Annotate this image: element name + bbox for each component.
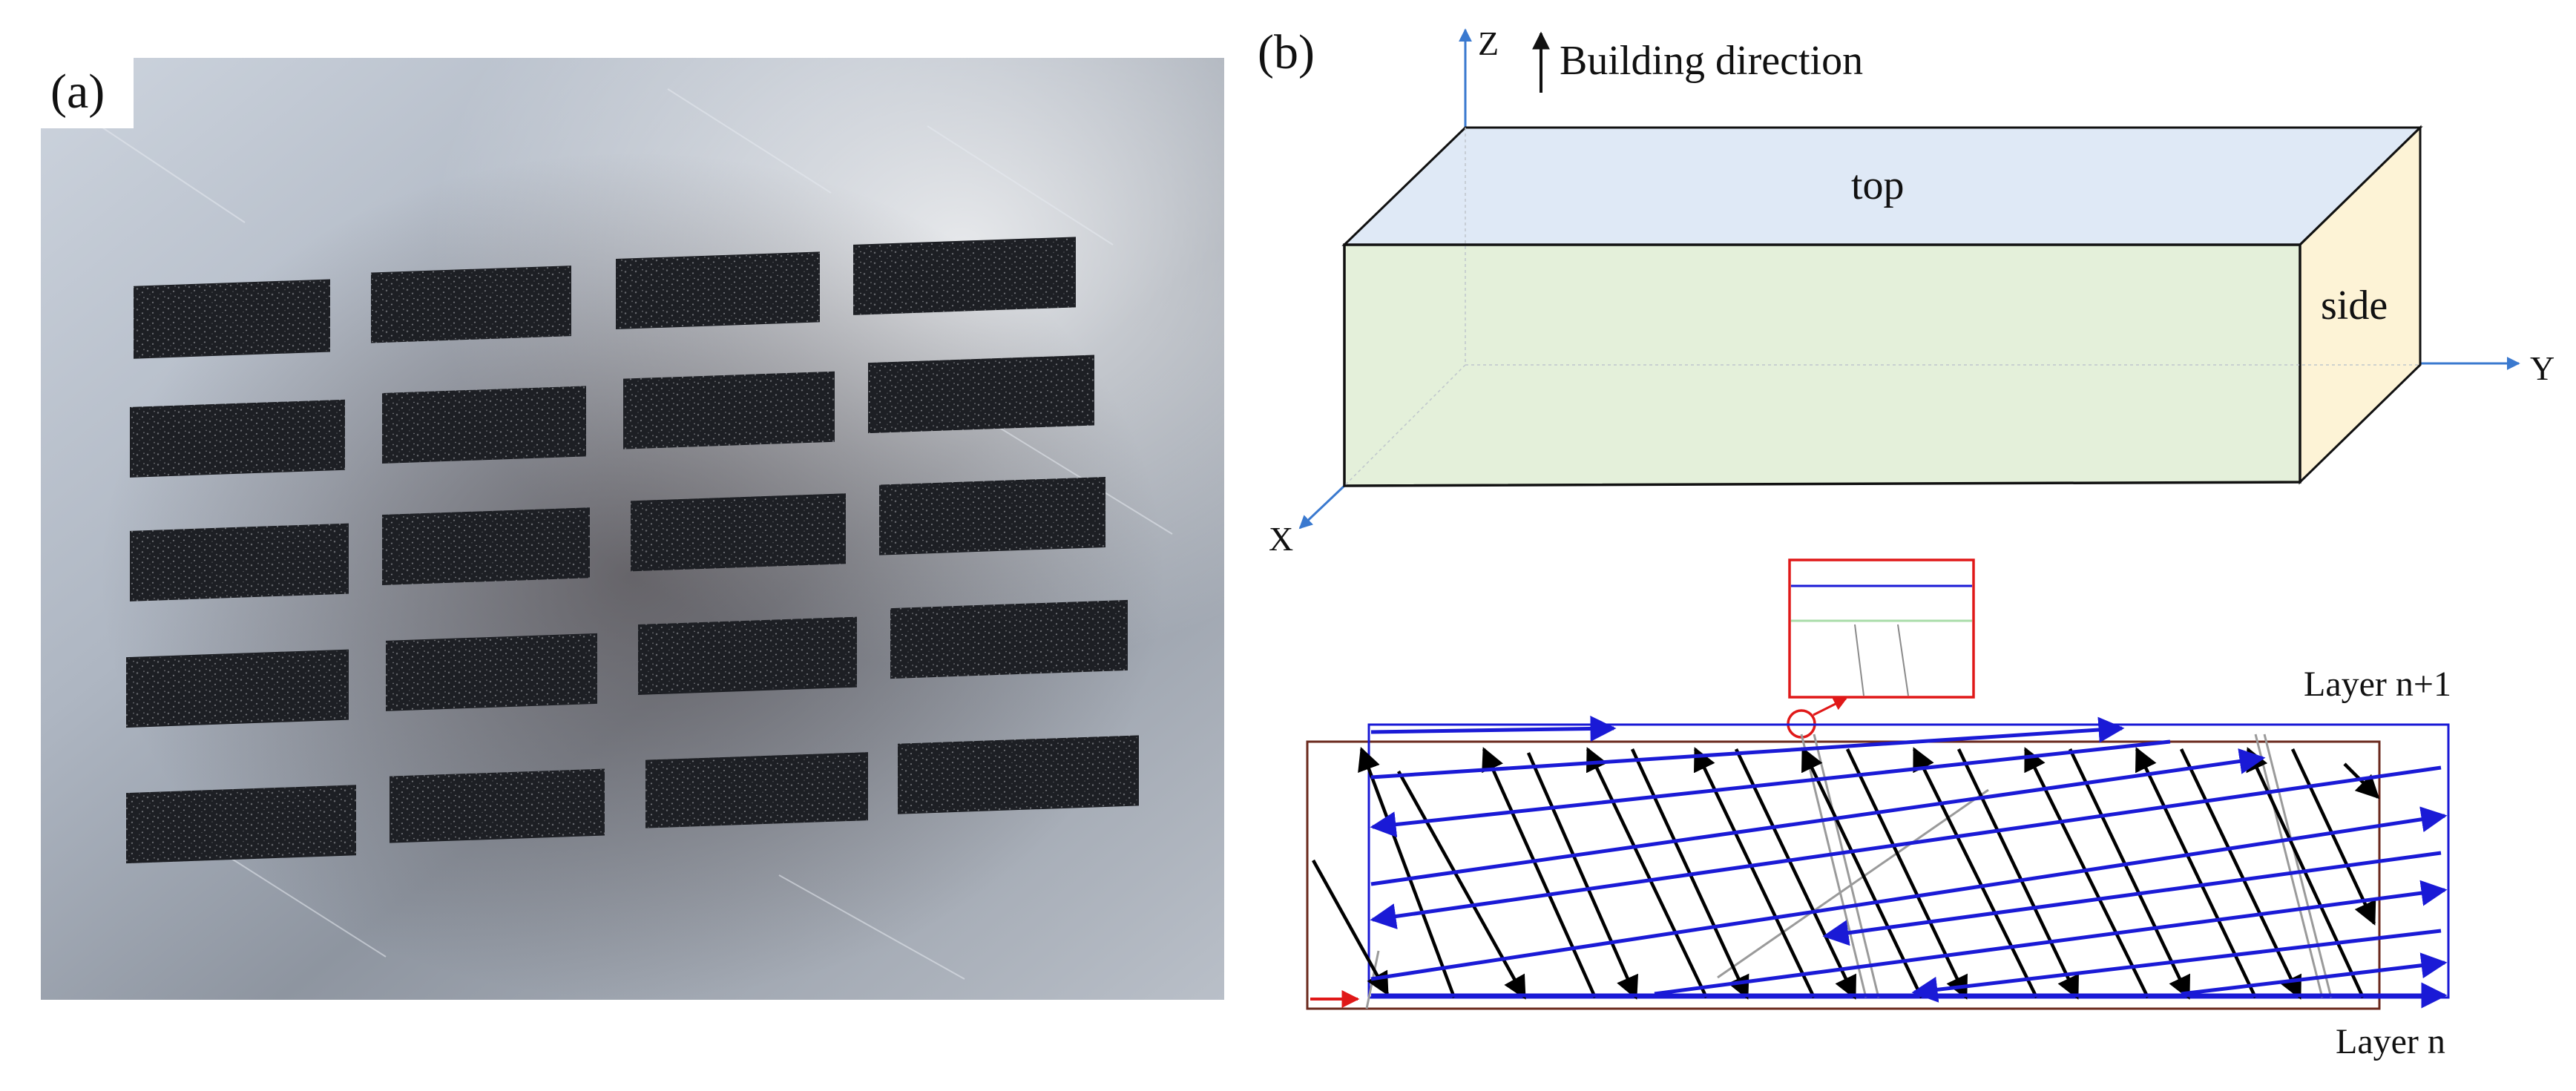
specimen: [386, 633, 597, 711]
layer-n-vector: [1734, 748, 1857, 1000]
specimen: [638, 616, 857, 695]
specimen: [645, 752, 868, 828]
specimen-box: top side: [1341, 125, 2423, 487]
panel-a-label-bg: [41, 58, 134, 128]
layer-n-vector: [1801, 747, 1924, 998]
side-face-label: side: [2321, 283, 2388, 329]
layer-n-vector: [1358, 747, 1456, 998]
layer-n-vector: [1912, 747, 2039, 998]
specimen: [853, 237, 1076, 315]
specimen: [616, 251, 820, 330]
layer-n-vector: [1526, 752, 1639, 1000]
layer-n-vector: [1956, 748, 2080, 1000]
layer-n-plus-1-outline: [1367, 723, 2450, 999]
layer-n-outline: [1306, 740, 2381, 1010]
inset-frame: [1788, 558, 1975, 699]
specimen: [126, 649, 349, 728]
specimen: [134, 279, 330, 359]
z-axis-label: Z: [1478, 24, 1499, 62]
specimen-row-2: [130, 355, 1094, 478]
top-face-label: top: [1851, 162, 1905, 208]
box-hidden-edges: [1344, 128, 2420, 487]
specimen: [130, 523, 349, 601]
specimen: [623, 371, 835, 449]
layer-n-plus-1-scan-vectors: [1370, 715, 2448, 1009]
printed-specimens: [126, 237, 1139, 864]
specimen-row-4: [126, 599, 1128, 728]
layer-n-vector: [2179, 748, 2302, 1000]
panel-a: (a): [41, 58, 1224, 1000]
layer-n-vector: [1586, 747, 1709, 998]
specimen: [898, 735, 1139, 814]
layer-n-plus-1-vector: [1822, 851, 2442, 946]
inset-track: [1897, 624, 1909, 696]
layer-n-plus-1-vector: [1370, 716, 2125, 779]
layer-n-plus-1-vector: [1370, 765, 2442, 929]
inset-track: [1854, 624, 1864, 696]
layer-n-plus-1-vector: [2181, 952, 2448, 996]
plate-scratches: [88, 88, 1173, 980]
specimen: [390, 768, 605, 843]
specimen: [371, 266, 571, 343]
layer-n-vector: [2068, 748, 2191, 1000]
layer-n-scan-vectors: [1312, 747, 2380, 1000]
y-axis-label: Y: [2530, 349, 2554, 387]
layer-n-plus-1-vector: [1654, 880, 2448, 996]
specimen: [868, 355, 1094, 434]
layer-n-plus-1-vector: [1370, 715, 1617, 742]
layer-n-vector: [1312, 859, 1389, 996]
specimen: [879, 476, 1105, 556]
specimen: [126, 785, 356, 864]
specimen: [130, 399, 345, 478]
building-direction-label: Building direction: [1560, 38, 1863, 84]
layer-n-plus-1-vector: [1911, 929, 2442, 1003]
layer-n-plus-1-vector: [1370, 748, 2266, 886]
x-axis-arrow: [1298, 484, 1346, 530]
layer-n-label: Layer n: [2336, 1022, 2445, 1061]
layer-n-vector: [1482, 747, 1597, 998]
layer-n-plus-1-vector: [1370, 739, 2171, 838]
layer-n-vector: [2290, 748, 2376, 926]
specimen-row-3: [130, 476, 1105, 601]
layer-n-plus-1-label: Layer n+1: [2304, 665, 2451, 704]
inset-pointer-arrow: [1813, 697, 1847, 716]
scan-strategy: Layer n+1 Layer n: [1306, 665, 2451, 1061]
specimen: [382, 386, 586, 464]
panel-b: (b) Z Building direction Y X top side: [1258, 24, 2554, 1061]
x-axis-label: X: [1269, 520, 1293, 558]
inset-zoom: [1787, 558, 1975, 739]
specimen-row-1: [134, 237, 1076, 359]
specimen: [382, 507, 590, 586]
specimen: [890, 599, 1128, 679]
panel-b-label: (b): [1258, 25, 1315, 79]
layer-n-plus-1-vector: [1370, 806, 2448, 981]
specimen: [631, 493, 846, 572]
panel-a-label: (a): [50, 65, 105, 119]
specimen-row-5: [126, 735, 1139, 864]
